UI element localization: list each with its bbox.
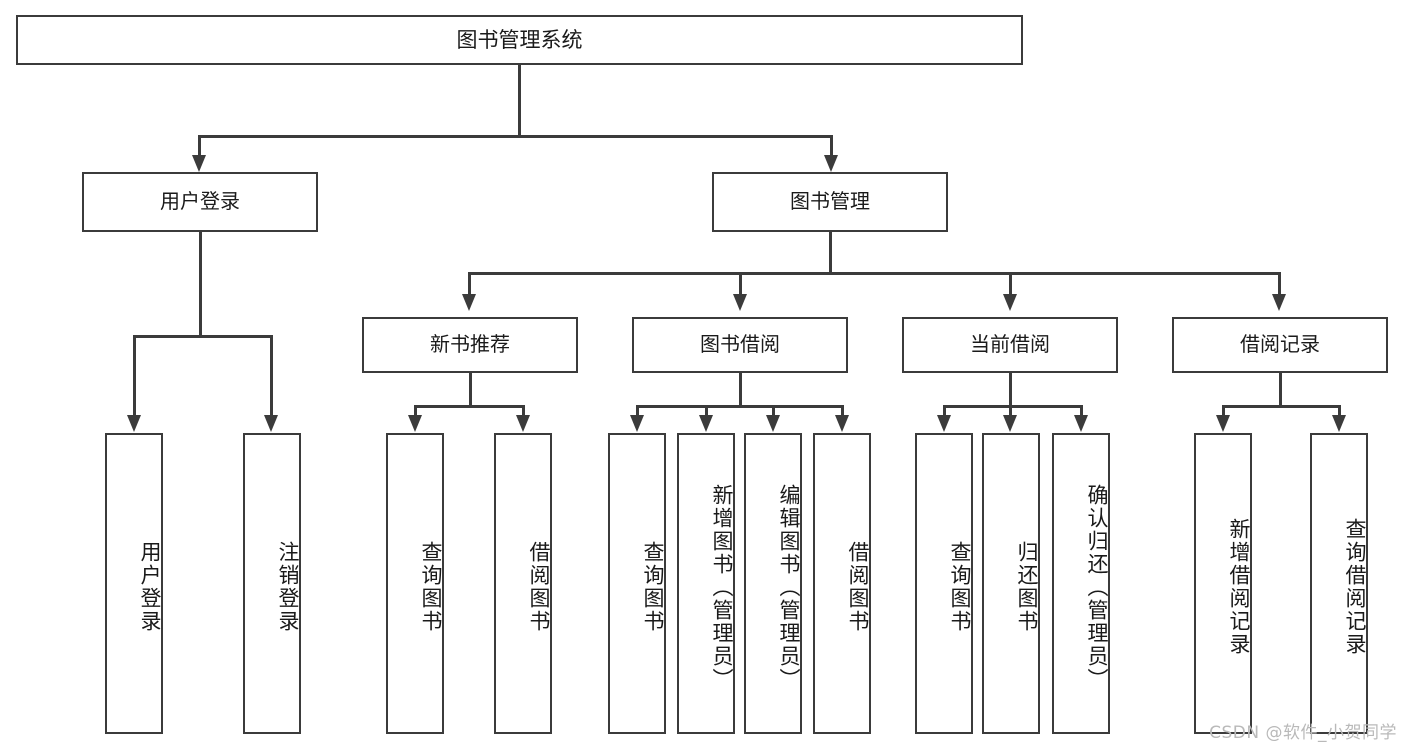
arrowhead-current-borrow-leaf1 [937,415,951,432]
leaf-query-book-current: 查询图书 [915,433,973,734]
connector-book-mgmt-bus [468,272,1280,275]
arrowhead-user-login-leaf2 [264,415,278,432]
connector-book-borrow-leaf3 [772,405,775,419]
connector-new-book-bus [414,405,524,408]
leaf-add-borrow-record: 新增借阅记录 [1194,433,1252,734]
connector-root-bus [198,135,832,138]
node-label: 图书管理系统 [456,27,583,52]
connector-root-to-user-login [198,135,201,160]
connector-book-borrow-bus [636,405,843,408]
leaf-query-book-recommend: 查询图书 [386,433,444,734]
connector-to-borrow-record [1278,272,1281,299]
arrowhead-book-borrow-leaf1 [630,415,644,432]
leaf-logout: 注销登录 [243,433,301,734]
node-label: 注销登录 [276,540,300,633]
connector-new-book-leaf1 [414,405,417,419]
connector-borrow-record-stem [1279,373,1282,405]
connector-user-login-leaf2 [270,335,273,420]
connector-book-borrow-leaf1 [636,405,639,419]
connector-root-stem [518,65,521,135]
node-user-login: 用户登录 [82,172,318,232]
node-label: 编辑图书（管理员） [777,484,801,691]
arrowhead-to-borrow-record [1272,294,1286,311]
connector-current-borrow-stem [1009,373,1012,405]
arrowhead-book-borrow-leaf4 [835,415,849,432]
node-label: 新增借阅记录 [1227,517,1251,656]
node-root-system: 图书管理系统 [16,15,1023,65]
connector-current-borrow-leaf3 [1080,405,1083,419]
arrowhead-new-book-leaf1 [408,415,422,432]
arrowhead-to-user-login [192,155,206,172]
node-borrow-record: 借阅记录 [1172,317,1388,373]
node-label: 新增图书（管理员） [710,484,734,691]
connector-user-login-stem [199,232,202,335]
leaf-borrow-book-recommend: 借阅图书 [494,433,552,734]
connector-borrow-record-leaf2 [1338,405,1341,419]
connector-current-borrow-leaf2 [1009,405,1012,419]
node-label: 借阅记录 [1240,332,1320,357]
connector-book-borrow-leaf4 [841,405,844,419]
node-label: 当前借阅 [970,332,1050,357]
connector-borrow-record-leaf1 [1222,405,1225,419]
leaf-edit-book-admin: 编辑图书（管理员） [744,433,802,734]
leaf-query-borrow-record: 查询借阅记录 [1310,433,1368,734]
node-label: 图书管理 [790,189,870,214]
node-label: 借阅图书 [527,540,551,633]
connector-current-borrow-leaf1 [943,405,946,419]
arrowhead-book-borrow-leaf2 [699,415,713,432]
connector-book-borrow-leaf2 [705,405,708,419]
arrowhead-current-borrow-leaf2 [1003,415,1017,432]
arrowhead-to-new-book [462,294,476,311]
connector-user-login-bus [133,335,272,338]
node-new-book-recommend: 新书推荐 [362,317,578,373]
connector-new-book-leaf2 [522,405,525,419]
leaf-confirm-return-admin: 确认归还（管理员） [1052,433,1110,734]
node-label: 新书推荐 [430,332,510,357]
connector-current-borrow-bus [943,405,1082,408]
arrowhead-borrow-record-leaf1 [1216,415,1230,432]
node-label: 借阅图书 [846,540,870,633]
leaf-user-login: 用户登录 [105,433,163,734]
node-label: 图书借阅 [700,332,780,357]
node-label: 归还图书 [1015,540,1039,633]
leaf-add-book-admin: 新增图书（管理员） [677,433,735,734]
connector-user-login-leaf1 [133,335,136,420]
connector-to-book-borrow [739,272,742,299]
arrowhead-to-current-borrow [1003,294,1017,311]
node-label: 用户登录 [138,540,162,633]
connector-to-current-borrow [1009,272,1012,299]
connector-to-new-book [468,272,471,299]
arrowhead-current-borrow-leaf3 [1074,415,1088,432]
arrowhead-book-borrow-leaf3 [766,415,780,432]
node-label: 用户登录 [160,189,240,214]
connector-new-book-stem [469,373,472,405]
node-label: 查询图书 [641,540,665,633]
arrowhead-new-book-leaf2 [516,415,530,432]
watermark: CSDN @软件_小贺同学 [1209,723,1397,743]
node-label: 确认归还（管理员） [1085,484,1109,691]
arrowhead-to-book-borrow [733,294,747,311]
node-current-borrow: 当前借阅 [902,317,1118,373]
connector-borrow-record-bus [1222,405,1340,408]
node-book-borrow: 图书借阅 [632,317,848,373]
leaf-return-book: 归还图书 [982,433,1040,734]
connector-book-mgmt-stem [829,232,832,272]
arrowhead-to-book-mgmt [824,155,838,172]
connector-root-to-book-mgmt [830,135,833,160]
arrowhead-borrow-record-leaf2 [1332,415,1346,432]
node-label: 查询借阅记录 [1343,517,1367,656]
connector-book-borrow-stem [739,373,742,405]
arrowhead-user-login-leaf1 [127,415,141,432]
node-book-management: 图书管理 [712,172,948,232]
node-label: 查询图书 [419,540,443,633]
node-label: 查询图书 [948,540,972,633]
leaf-query-book-borrow: 查询图书 [608,433,666,734]
leaf-borrow-book: 借阅图书 [813,433,871,734]
